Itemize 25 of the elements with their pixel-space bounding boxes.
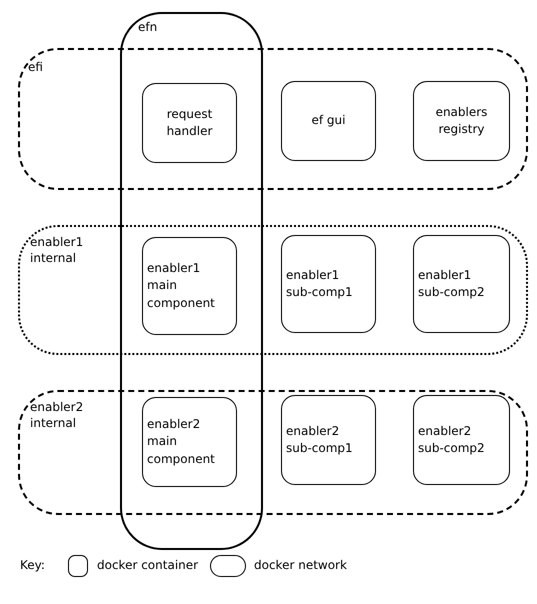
container-label: enabler1 main component (147, 260, 216, 312)
key-label: Key: (20, 558, 45, 572)
container-box (281, 395, 376, 485)
container-label: enablers registry (434, 104, 488, 138)
container-label: ef gui (312, 112, 346, 130)
network-label: efi (28, 60, 44, 76)
container-label: enabler1 sub-comp2 (418, 266, 486, 301)
network-label: enabler1 internal (30, 235, 84, 266)
container-box (281, 235, 376, 333)
container-label: enabler1 sub-comp1 (286, 266, 354, 301)
legend-label: docker network (254, 558, 347, 572)
container-label: enabler2 main component (147, 416, 216, 468)
container-box (413, 81, 510, 161)
container-label: enabler2 sub-comp2 (418, 422, 486, 457)
legend-label: docker container (97, 558, 198, 572)
container-box (142, 83, 237, 163)
network-label: efn (138, 20, 158, 36)
container-box (142, 397, 237, 487)
container-label: request handler (166, 106, 214, 140)
container-box (142, 237, 237, 335)
container-label: enabler2 sub-comp1 (286, 422, 354, 457)
container-box (413, 235, 510, 333)
network-label: enabler2 internal (30, 400, 84, 432)
container-box (281, 81, 376, 161)
container-box (413, 395, 510, 485)
